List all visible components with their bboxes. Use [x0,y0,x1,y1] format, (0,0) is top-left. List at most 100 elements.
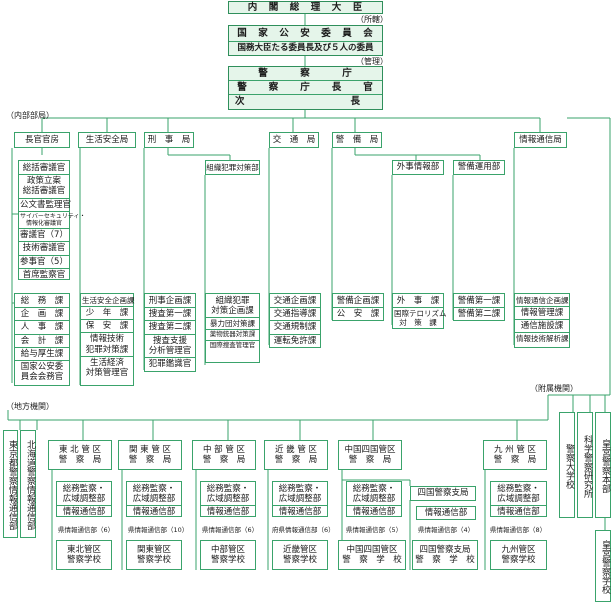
division-item: 警備企画課 [333,295,383,309]
foreign-affairs-divisions: 外 事 課 国際テロリズム 対 策 課 [392,293,447,329]
hokkaido-info-comm: 北海道警察情報通信部 [20,430,36,538]
division-item: 警備第二課 [457,309,501,320]
officer-item: 総括審議官 [19,162,69,176]
police-academy: 警察大学校 [559,412,575,518]
bureau-traffic: 交 通 局 [269,132,319,148]
division-item: 警備第一課 [454,295,504,309]
division-item: 情報管理課 [515,307,569,321]
npa-deputy: 次 長 [235,96,362,107]
officer-item: 技術審議官 [19,242,69,256]
division-item: 生活経済 対策管理官 [85,357,129,378]
nrips: 科学警察研究所 [577,412,593,518]
division-item: 生活安全企画課 [81,296,135,307]
secretariat-officers: 総括審議官 政策立案 総括審議官 公文書監理官 サイバーセキュリティ・ 情報化審… [18,160,86,280]
division-item: 情報通信企画課 [515,296,569,307]
chugoku-shikoku-departments: 総務監察・ 広域調整部 情報通信部 [346,481,402,517]
kinki-school: 近畿管区 警察学校 [272,540,328,570]
kinki-prefectural: 府県情報通信部（6） [272,526,335,534]
chugoku-shikoku-prefectural: 県情報通信部（5） [346,526,403,534]
division-item: 交通規制課 [270,321,320,335]
tokyo-info-comm: 東京都警察情報通信部 [3,430,18,538]
division-item: 国際テロリズム 対 策 課 [394,309,447,328]
tohoku-prefectural: 県情報通信部（6） [58,526,115,534]
officer-item: 首席監察官 [22,269,66,280]
imperial-guard-hq: 皇宮警察本部 [595,412,611,518]
region-kyushu: 九 州 管 区 警 察 局 [483,440,547,470]
kinki-departments: 総務監察・ 広域調整部 情報通信部 [272,481,328,517]
division-item: 捜査第二課 [145,321,195,335]
chubu-prefectural: 県情報通信部（6） [202,526,259,534]
division-item: 公 安 課 [336,309,380,320]
bureau-community-safety: 生活安全局 [78,132,136,148]
division-item: 情報技術 犯罪対策課 [81,333,133,357]
division-item: 交通企画課 [270,295,320,309]
division-item: 国家公安委 員会会務官 [20,361,64,383]
department-item: 情報通信部 [352,507,396,518]
internal-label: （内部部局） [6,111,54,120]
division-item: 保 安 課 [81,320,133,334]
division-item: 外 事 課 [393,295,443,309]
criminal-divisions: 刑事企画課 捜査第一課 捜査第二課 捜査支援 分析管理官 犯罪鑑識官 [144,293,196,372]
division-item: 薬物銃器対策課 [206,330,259,342]
npa-box: 警 察 庁 警 察 庁 長 官 次 長 [228,66,383,110]
chugoku-shikoku-school: 中国四国管区 警 察 学 校 [338,540,406,570]
department-item: 情報通信部 [497,507,540,518]
officer-item: 政策立案 総括審議官 [19,175,69,199]
division-item: 通信施設課 [515,320,569,334]
division-item: 会 計 課 [15,335,69,348]
community-safety-divisions: 生活安全企画課 少 年 課 保 安 課 情報技術 犯罪対策課 生活経済 対策管理… [80,293,135,386]
npa-commissioner: 警 察 庁 長 官 [229,81,382,95]
department-item: 総務監察・ 広域調整部 [57,483,111,507]
division-item: 給与厚生課 [15,348,69,361]
kyushu-prefectural: 県情報通信部（8） [490,526,547,534]
bureau-secretariat: 長官官房 [14,132,70,148]
shikoku-school: 四国警察支局 警 察 学 校 [412,540,478,570]
division-item: 総 務 課 [15,295,69,309]
department-security-operations: 警備運用部 [453,160,505,175]
division-item: 少 年 課 [81,307,133,321]
department-foreign-affairs: 外事情報部 [392,160,444,175]
department-item: 総務監察・ 広域調整部 [347,483,401,507]
kyushu-departments: 総務監察・ 広域調整部 情報通信部 [490,481,547,517]
shikoku-prefectural: 県情報通信部（4） [418,526,475,534]
region-shikoku-branch: 四国警察支局 [410,486,476,501]
department-item: 総務監察・ 広域調整部 [201,483,255,507]
info-comm-divisions: 情報通信企画課 情報管理課 通信施設課 情報技術解析課 [514,293,570,348]
chubu-departments: 総務監察・ 広域調整部 情報通信部 [200,481,256,517]
division-item: 捜査支援 分析管理官 [145,335,195,358]
kyushu-school: 九州管区 警察学校 [490,540,547,570]
department-item: 総務監察・ 広域調整部 [491,483,546,507]
division-item: 運転免許課 [273,335,317,346]
shikoku-info-comm: 情報通信部 [416,506,476,520]
npsc-members: 国務大臣たる委員長及び５人の委員 [237,42,374,53]
region-chubu: 中 部 管 区 警 察 局 [192,440,256,470]
bureau-info-comm: 情報通信局 [514,132,567,148]
division-item: 捜査第一課 [145,308,195,322]
division-item: 企 画 課 [15,308,69,322]
tohoku-departments: 総務監察・ 広域調整部 情報通信部 [56,481,112,517]
kanto-school: 関東管区 警察学校 [126,540,182,570]
division-item: 暴力団対策課 [206,318,259,331]
kanto-departments: 総務監察・ 広域調整部 情報通信部 [126,481,182,517]
division-item: 情報技術解析課 [516,334,569,344]
imperial-guard-school: 皇宮警察学校 [595,530,611,602]
npsc-box: 国 家 公 安 委 員 会 国務大臣たる委員長及び５人の委員 [228,25,383,56]
traffic-divisions: 交通企画課 交通指導課 交通規制課 運転免許課 [269,293,321,348]
npsc-name: 国 家 公 安 委 員 会 [229,27,382,42]
division-item: 人 事 課 [15,321,69,335]
chubu-school: 中部管区 警察学校 [200,540,256,570]
department-organized-crime: 組織犯罪対策部 [205,160,260,175]
department-item: 情報通信部 [132,507,176,518]
officer-item: 参事官（5） [19,256,69,269]
prime-minister-box: 内 閣 総 理 大 臣 [228,1,383,14]
tohoku-school: 東北管区 警察学校 [56,540,112,570]
security-operations-divisions: 警備第一課 警備第二課 [453,293,505,321]
organized-crime-divisions: 組織犯罪 対策企画課 暴力団対策課 薬物銃器対策課 国際捜査管理官 [205,293,260,363]
department-item: 総務監察・ 広域調整部 [273,483,327,507]
npa-name: 警 察 庁 [229,67,382,81]
division-item: 国際捜査管理官 [209,341,256,350]
department-item: 総務監察・ 広域調整部 [127,483,181,507]
bureau-security: 警 備 局 [332,132,382,148]
division-item: 刑事企画課 [145,295,195,309]
region-kinki: 近 畿 管 区 警 察 局 [264,440,328,470]
